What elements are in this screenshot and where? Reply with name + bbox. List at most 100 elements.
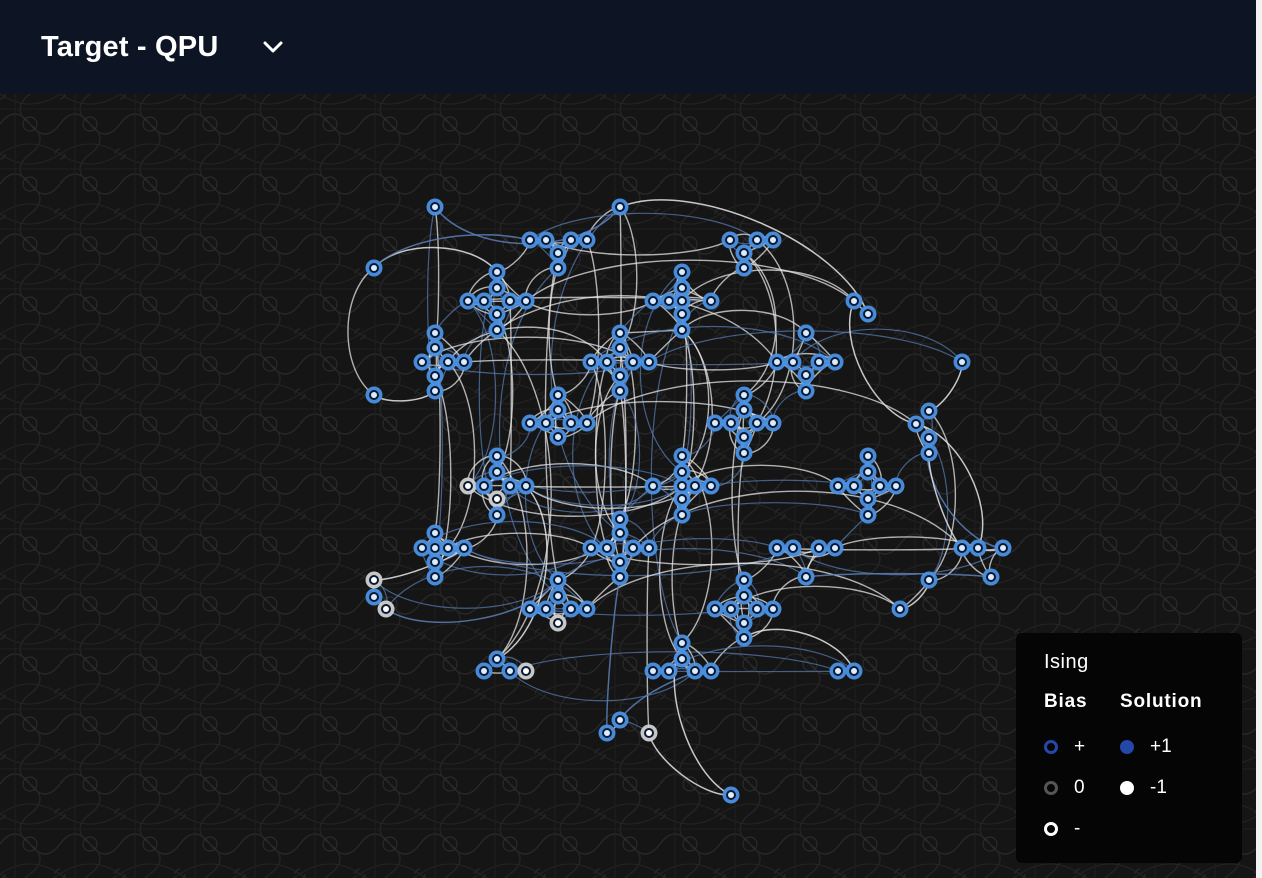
qubit-node[interactable] — [673, 321, 691, 339]
qubit-node[interactable] — [673, 463, 691, 481]
qubit-node[interactable] — [826, 353, 844, 371]
qubit-node[interactable] — [735, 244, 753, 262]
qubit-node[interactable] — [660, 292, 678, 310]
qubit-node[interactable] — [517, 477, 535, 495]
qubit-node[interactable] — [611, 711, 629, 729]
qubit-node[interactable] — [784, 539, 802, 557]
qubit-node[interactable] — [475, 477, 493, 495]
qubit-node[interactable] — [673, 279, 691, 297]
qubit-node[interactable] — [611, 553, 629, 571]
qubit-node[interactable] — [365, 571, 383, 589]
qubit-node[interactable] — [501, 477, 519, 495]
qubit-node[interactable] — [562, 414, 580, 432]
qubit-node[interactable] — [810, 539, 828, 557]
qubit-node[interactable] — [549, 587, 567, 605]
qubit-node[interactable] — [735, 444, 753, 462]
qubit-node[interactable] — [768, 539, 786, 557]
qubit-node[interactable] — [426, 339, 444, 357]
qubit-node[interactable] — [521, 600, 539, 618]
qubit-node[interactable] — [578, 600, 596, 618]
qubit-node[interactable] — [562, 600, 580, 618]
qubit-node[interactable] — [365, 386, 383, 404]
qubit-node[interactable] — [611, 510, 629, 528]
qubit-node[interactable] — [859, 490, 877, 508]
qubit-node[interactable] — [488, 506, 506, 524]
qubit-node[interactable] — [907, 415, 925, 433]
qubit-node[interactable] — [488, 447, 506, 465]
qubit-node[interactable] — [426, 553, 444, 571]
qubit-node[interactable] — [439, 539, 457, 557]
qubit-node[interactable] — [365, 588, 383, 606]
qubit-node[interactable] — [735, 401, 753, 419]
qubit-node[interactable] — [611, 367, 629, 385]
qubit-node[interactable] — [549, 614, 567, 632]
qubit-node[interactable] — [426, 568, 444, 586]
qubit-node[interactable] — [673, 292, 691, 310]
qubit-node[interactable] — [426, 324, 444, 342]
qubit-node[interactable] — [439, 353, 457, 371]
chevron-down-icon[interactable] — [261, 35, 285, 59]
qubit-node[interactable] — [537, 414, 555, 432]
qubit-node[interactable] — [859, 506, 877, 524]
qubit-node[interactable] — [768, 353, 786, 371]
qubit-node[interactable] — [887, 477, 905, 495]
qubit-node[interactable] — [845, 477, 863, 495]
qubit-node[interactable] — [488, 463, 506, 481]
qubit-node[interactable] — [598, 539, 616, 557]
qubit-node[interactable] — [953, 539, 971, 557]
qubit-node[interactable] — [517, 662, 535, 680]
qubit-node[interactable] — [459, 477, 477, 495]
qubit-node[interactable] — [784, 353, 802, 371]
qubit-node[interactable] — [426, 367, 444, 385]
qubit-node[interactable] — [459, 292, 477, 310]
qubit-node[interactable] — [702, 662, 720, 680]
qubit-node[interactable] — [582, 539, 600, 557]
qubit-node[interactable] — [764, 231, 782, 249]
qubit-node[interactable] — [797, 324, 815, 342]
qubit-node[interactable] — [764, 414, 782, 432]
qubit-node[interactable] — [826, 539, 844, 557]
qubit-node[interactable] — [673, 650, 691, 668]
qubit-node[interactable] — [598, 724, 616, 742]
qubit-node[interactable] — [735, 587, 753, 605]
qubit-node[interactable] — [413, 539, 431, 557]
qubit-node[interactable] — [640, 353, 658, 371]
qubit-node[interactable] — [706, 414, 724, 432]
qubit-node[interactable] — [722, 414, 740, 432]
qubit-node[interactable] — [845, 662, 863, 680]
qubit-node[interactable] — [920, 429, 938, 447]
target-selector-label[interactable]: Target - QPU — [41, 30, 219, 63]
qubit-node[interactable] — [735, 571, 753, 589]
qubit-node[interactable] — [521, 231, 539, 249]
qubit-node[interactable] — [686, 662, 704, 680]
qubit-node[interactable] — [673, 490, 691, 508]
qubit-node[interactable] — [797, 366, 815, 384]
qubit-node[interactable] — [624, 353, 642, 371]
qubit-node[interactable] — [644, 662, 662, 680]
qubit-node[interactable] — [455, 353, 473, 371]
qubit-node[interactable] — [640, 539, 658, 557]
qubit-node[interactable] — [611, 339, 629, 357]
qubit-node[interactable] — [488, 279, 506, 297]
qubit-node[interactable] — [871, 477, 889, 495]
qubit-node[interactable] — [859, 463, 877, 481]
qubit-node[interactable] — [810, 353, 828, 371]
qubit-node[interactable] — [549, 244, 567, 262]
qubit-node[interactable] — [673, 263, 691, 281]
qubit-node[interactable] — [549, 259, 567, 277]
qubit-node[interactable] — [517, 292, 535, 310]
qubit-node[interactable] — [501, 292, 519, 310]
qubit-node[interactable] — [413, 353, 431, 371]
qubit-node[interactable] — [920, 571, 938, 589]
graph-canvas[interactable]: Ising Bias Solution + 0 - +1 -1 — [0, 94, 1256, 878]
qubit-node[interactable] — [859, 305, 877, 323]
qubit-node[interactable] — [644, 477, 662, 495]
qubit-node[interactable] — [640, 724, 658, 742]
qubit-node[interactable] — [735, 629, 753, 647]
qubit-node[interactable] — [721, 231, 739, 249]
qubit-node[interactable] — [748, 231, 766, 249]
qubit-node[interactable] — [644, 292, 662, 310]
qubit-node[interactable] — [624, 539, 642, 557]
qubit-node[interactable] — [611, 524, 629, 542]
qubit-node[interactable] — [673, 447, 691, 465]
